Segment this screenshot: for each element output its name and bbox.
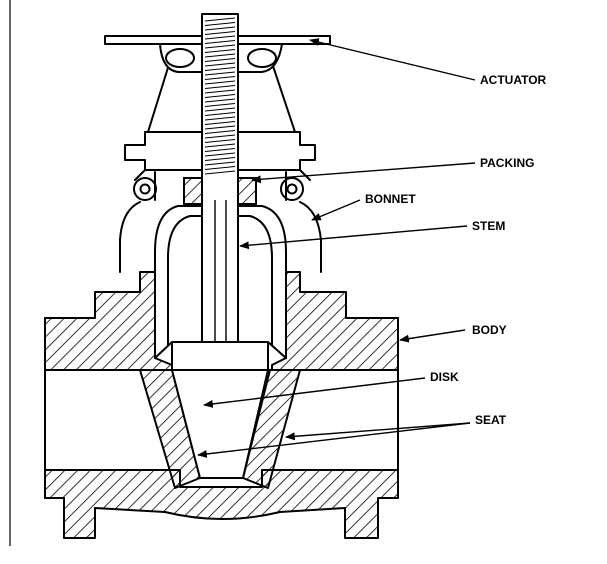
pointer-seat-1 — [285, 422, 471, 441]
hub-ring-right — [247, 48, 277, 68]
thread-line — [204, 48, 236, 54]
thread-line — [204, 120, 236, 126]
thread-line — [204, 170, 236, 175]
bolt-ear-left-hole — [139, 183, 151, 195]
pointer-body — [399, 329, 466, 343]
label-bonnet: BONNET — [365, 192, 416, 206]
label-seat: SEAT — [475, 413, 507, 427]
thread-line — [204, 93, 236, 99]
valve-body-left — [44, 271, 173, 371]
valve-body-bottom — [44, 469, 399, 539]
thread-line — [204, 57, 236, 63]
label-stem: STEM — [472, 219, 505, 233]
pointer-packing — [251, 162, 476, 184]
bolt-ear-right — [280, 177, 304, 201]
pointer-bonnet — [311, 199, 361, 221]
thread-line — [204, 21, 236, 27]
label-disk: DISK — [430, 370, 459, 384]
pointer-disk — [203, 377, 426, 408]
body-outline — [44, 317, 399, 499]
thread-line — [204, 156, 236, 162]
thread-line — [204, 147, 236, 153]
thread-line — [204, 152, 236, 157]
thread-line — [204, 125, 236, 130]
thread-line — [204, 102, 236, 108]
thread-line — [204, 53, 236, 58]
thread-line — [204, 129, 236, 135]
thread-line — [204, 84, 236, 90]
packing-right — [237, 177, 257, 205]
thread-line — [204, 134, 236, 139]
thread-line — [204, 44, 236, 49]
label-body: BODY — [472, 323, 507, 337]
thread-line — [204, 75, 236, 81]
thread-line — [204, 17, 236, 22]
thread-line — [204, 66, 236, 72]
thread-line — [204, 98, 236, 103]
thread-line — [204, 138, 236, 144]
thread-line — [204, 89, 236, 94]
label-actuator: ACTUATOR — [480, 73, 547, 87]
thread-line — [204, 107, 236, 112]
thread-line — [204, 35, 236, 40]
stem-threads — [204, 17, 236, 175]
thread-line — [204, 161, 236, 166]
thread-line — [204, 116, 236, 121]
valve-body-right — [271, 271, 399, 371]
bolt-ear-right-hole — [286, 183, 298, 195]
packing-left — [183, 177, 203, 205]
thread-line — [204, 39, 236, 45]
thread-line — [204, 80, 236, 85]
label-packing: PACKING — [480, 156, 534, 170]
thread-line — [204, 143, 236, 148]
pointer-stem — [239, 225, 468, 250]
thread-line — [204, 30, 236, 36]
pointer-seat-2 — [197, 422, 471, 458]
thread-line — [204, 71, 236, 76]
stem — [201, 13, 239, 343]
yoke-neck — [134, 169, 311, 201]
thread-line — [204, 165, 236, 171]
pointer-actuator — [309, 38, 476, 81]
thread-line — [204, 111, 236, 117]
bolt-ear-left — [133, 177, 157, 201]
hub-ring-left — [165, 48, 195, 68]
thread-line — [204, 26, 236, 31]
thread-line — [204, 62, 236, 67]
